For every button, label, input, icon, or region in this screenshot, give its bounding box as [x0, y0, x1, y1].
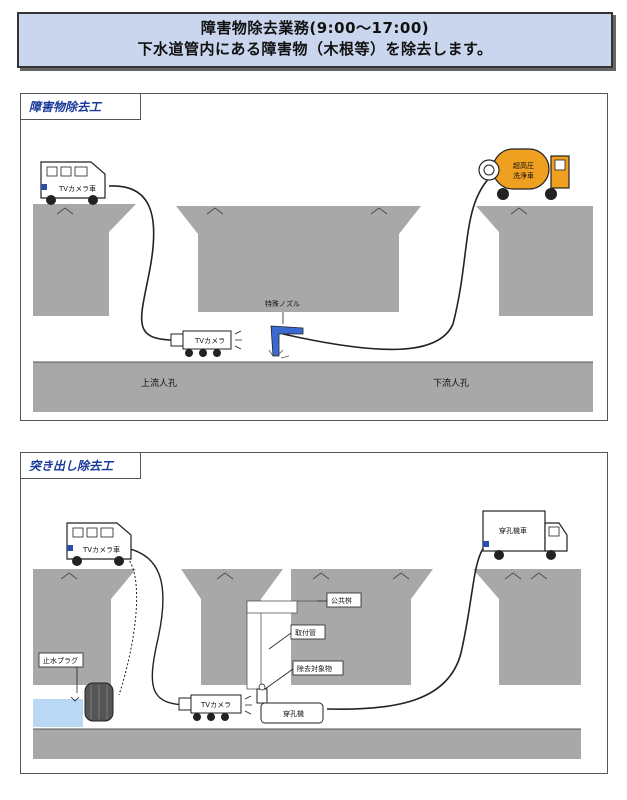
- jet-hose: [282, 173, 494, 351]
- tv-truck-label: TVカメラ車: [82, 545, 120, 554]
- right-ground: [476, 206, 593, 316]
- panel1-title: 障害物除去工: [21, 94, 141, 120]
- tv-camera: [170, 330, 242, 357]
- middle-ground: [176, 206, 421, 312]
- attached-pipe: [246, 600, 262, 690]
- panel-protrusion-removal: TVカメラ車 穿孔機車 TVカメラ 穿孔機: [20, 452, 608, 774]
- camera-label: TVカメラ: [194, 337, 225, 345]
- header-title: 障害物除去業務(9:00〜17:00): [200, 19, 430, 37]
- tv-truck-label: TVカメラ車: [58, 184, 96, 193]
- pipe-bottom-ground: [33, 362, 593, 412]
- tank-truck-label-2: 洗浄車: [513, 171, 534, 180]
- tv-camera-truck: [40, 161, 106, 205]
- drilling-machine: [256, 683, 324, 724]
- obstacle-removal-diagram: TVカメラ車 超高圧 洗浄車 TVカメラ 特殊ノズル 上流人孔 下流人孔: [33, 148, 593, 412]
- public-basin-label: 公共桝: [331, 596, 352, 605]
- middle-left-ground: [181, 569, 283, 685]
- drill-hose: [326, 536, 500, 711]
- special-nozzle: [268, 325, 304, 359]
- protrusion-removal-diagram: TVカメラ車 穿孔機車 TVカメラ 穿孔機: [33, 510, 581, 759]
- header-subtitle: 下水道管内にある障害物（木根等）を除去します。: [137, 40, 493, 58]
- surface-hatch: [60, 572, 548, 580]
- drill-label: 穿孔機: [283, 709, 304, 718]
- high-pressure-washer-truck: [478, 148, 570, 200]
- attached-pipe-label: 取付管: [295, 628, 316, 637]
- nozzle-label: 特殊ノズル: [265, 299, 300, 308]
- page-header: 障害物除去業務(9:00〜17:00) 下水道管内にある障害物（木根等）を除去し…: [17, 12, 613, 68]
- upstream-manhole-label: 上流人孔: [141, 377, 177, 389]
- leader-lines: [76, 600, 327, 693]
- camera-label: TVカメラ: [200, 701, 231, 709]
- panel-obstacle-removal: TVカメラ車 超高圧 洗浄車 TVカメラ 特殊ノズル 上流人孔 下流人孔: [20, 93, 608, 421]
- water: [33, 699, 83, 727]
- pipe-bottom-ground: [33, 729, 581, 759]
- camera-cable: [108, 185, 184, 341]
- removal-target-label: 除去対象物: [297, 664, 332, 673]
- camera-cable: [120, 546, 190, 706]
- surface-hatch: [56, 207, 528, 215]
- left-ground: [33, 569, 136, 685]
- tv-camera: [178, 694, 252, 721]
- downstream-manhole-label: 下流人孔: [433, 377, 469, 389]
- tv-camera-truck: [66, 522, 132, 566]
- tank-truck-label-1: 超高圧: [513, 161, 534, 170]
- middle-right-ground: [291, 569, 433, 685]
- left-ground: [33, 204, 136, 316]
- drilling-machine-truck: [482, 510, 568, 560]
- drill-truck-label: 穿孔機車: [499, 526, 527, 535]
- panel2-title: 突き出し除去工: [21, 453, 141, 479]
- water-plug-label: 止水プラグ: [43, 656, 78, 665]
- right-ground: [473, 569, 581, 685]
- public-basin: [246, 600, 298, 614]
